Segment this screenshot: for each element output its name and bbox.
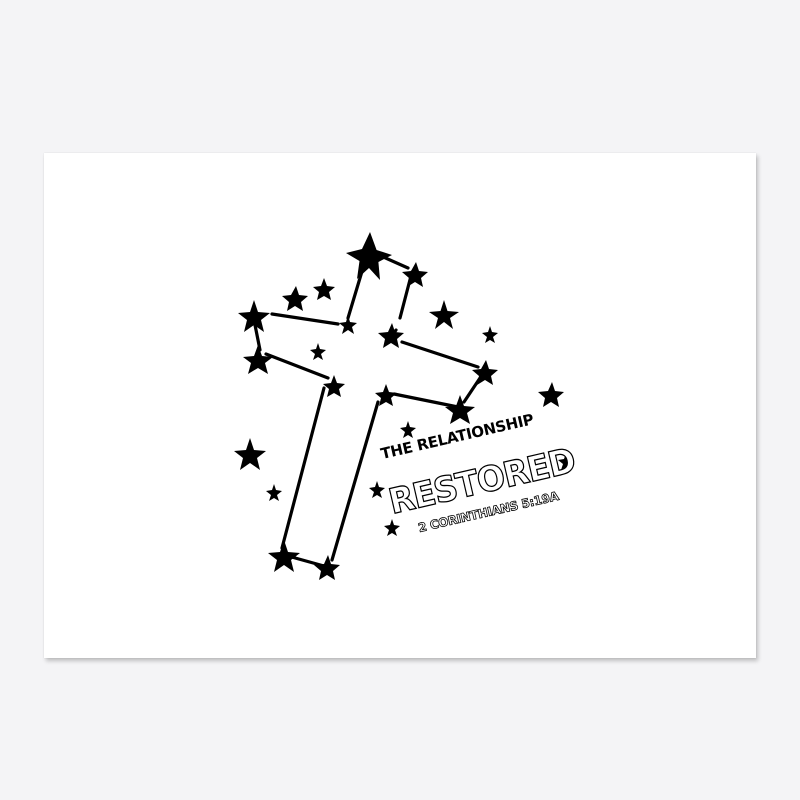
- star-icon: [445, 395, 475, 424]
- star-icon: [375, 384, 397, 406]
- sticker-card: [44, 153, 756, 658]
- star-icon: [558, 453, 574, 470]
- star-icon: [310, 343, 326, 360]
- star-icon: [323, 375, 345, 397]
- star-icon: [339, 315, 357, 334]
- star-icon: [234, 438, 266, 470]
- star-icon: [346, 232, 392, 280]
- star-icon: [266, 484, 282, 501]
- star-icon: [243, 345, 273, 374]
- star-icon: [384, 519, 400, 536]
- star-icon: [378, 323, 404, 348]
- star-icon: [282, 286, 308, 311]
- headline-block: THE RELATIONSHIP RESTORED 2 CORINTHIANS …: [379, 398, 580, 548]
- star-icon: [238, 300, 270, 332]
- star-icon: [472, 360, 498, 385]
- star-icon: [313, 278, 335, 300]
- star-icon: [400, 421, 416, 438]
- star-icon: [369, 481, 385, 498]
- star-icon: [268, 540, 300, 572]
- star-icon: [429, 300, 459, 329]
- star-icon: [402, 262, 428, 287]
- star-icon: [314, 555, 340, 580]
- star-icon: [538, 382, 564, 407]
- star-icon: [482, 326, 498, 343]
- star-field: [234, 232, 574, 580]
